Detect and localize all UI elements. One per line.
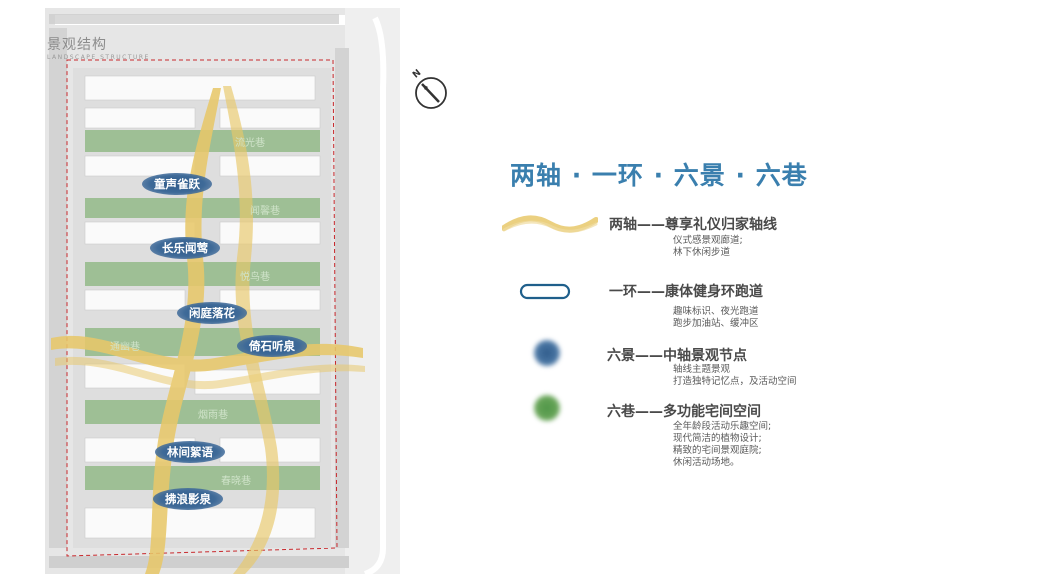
lane-label: 通幽巷 bbox=[110, 342, 140, 353]
plan-subtitle: LANDSCAPE STRUCTURE bbox=[47, 54, 150, 61]
node-label: 童声雀跃 bbox=[142, 173, 212, 195]
lane-label: 春晓巷 bbox=[221, 476, 251, 487]
node-label: 倚石听泉 bbox=[237, 335, 307, 357]
legend-item-title: 六景——中轴景观节点 bbox=[607, 348, 747, 364]
legend-item-desc: 仪式感景观廊道; 林下休闲步道 bbox=[673, 235, 743, 258]
plan-title: 景观结构 bbox=[47, 37, 107, 53]
legend-item-title: 两轴——尊享礼仪归家轴线 bbox=[609, 217, 777, 233]
compass-letter: N bbox=[411, 68, 423, 81]
lane-label: 流光巷 bbox=[235, 138, 265, 149]
legend-item-title: 一环——康体健身环跑道 bbox=[609, 284, 763, 300]
lane-label: 悦鸟巷 bbox=[240, 272, 270, 283]
node-legend-icon bbox=[534, 340, 560, 366]
lane-label: 闻馨巷 bbox=[250, 206, 280, 217]
node-label: 长乐闻莺 bbox=[150, 237, 220, 259]
legend-headline: 两轴 · 一环 · 六景 · 六巷 bbox=[510, 161, 808, 190]
site-plan-drawing bbox=[45, 8, 400, 574]
ring-track-legend-icon bbox=[519, 283, 571, 300]
node-label: 闲庭落花 bbox=[177, 302, 247, 324]
legend-item-title: 六巷——多功能宅间空间 bbox=[607, 404, 761, 420]
node-label: 林间絮语 bbox=[155, 441, 225, 463]
legend-item-desc: 全年龄段活动乐趣空间; 现代简洁的植物设计; 精致的宅间景观庭院; 休闲活动场地… bbox=[673, 421, 772, 468]
north-compass-icon: N bbox=[408, 66, 450, 116]
axis-legend-icon bbox=[502, 215, 598, 233]
site-plan: 景观结构 LANDSCAPE STRUCTURE 流光巷 闻馨巷 悦鸟巷 通幽巷… bbox=[45, 8, 400, 574]
legend-item-desc: 轴线主题景观 打造独特记忆点，及活动空间 bbox=[673, 364, 797, 387]
lane-legend-icon bbox=[534, 395, 560, 421]
node-label: 拂浪影泉 bbox=[153, 488, 223, 510]
legend-item-desc: 趣味标识、夜光跑道 跑步加油站、缓冲区 bbox=[673, 306, 759, 329]
lane-label: 烟雨巷 bbox=[198, 410, 228, 421]
